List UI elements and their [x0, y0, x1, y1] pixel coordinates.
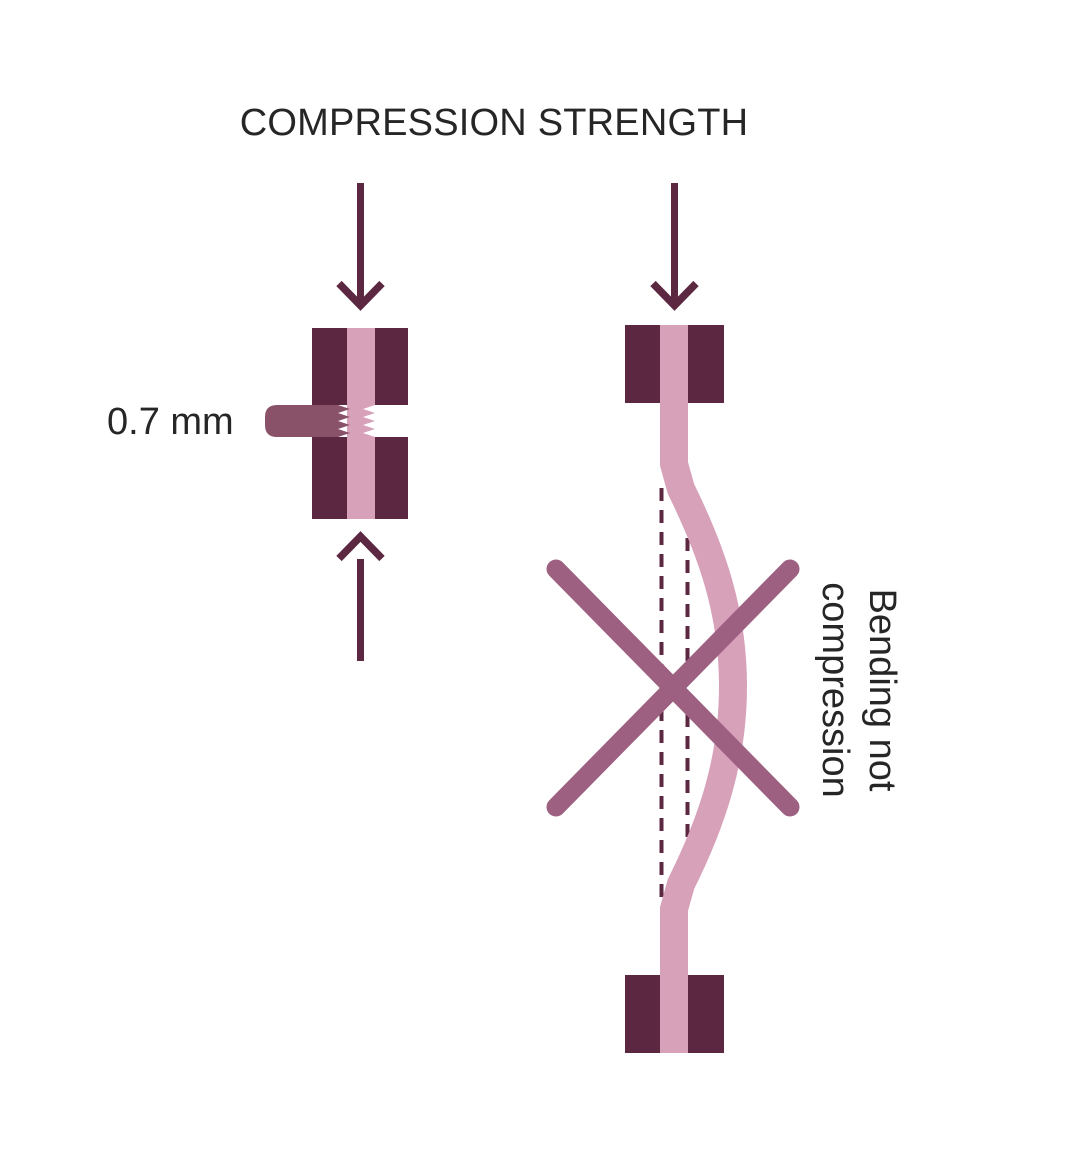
- bending-note-label: Bending not compression: [814, 582, 903, 798]
- thickness-pointer: [265, 405, 350, 437]
- down-arrow-icon: [336, 183, 385, 311]
- x-cross-icon: [546, 559, 800, 817]
- bent-adhesive-layer: [660, 393, 748, 987]
- substrate-block: [625, 975, 660, 1053]
- substrate-block: [312, 328, 347, 405]
- substrate-block: [312, 437, 347, 519]
- substrate-block: [688, 975, 724, 1053]
- adhesive-layer: [660, 325, 688, 403]
- diagram-title: COMPRESSION STRENGTH: [239, 102, 749, 144]
- up-arrow-icon: [336, 531, 385, 661]
- specimen-bent: [546, 183, 800, 1053]
- thickness-label: 0.7 mm: [107, 401, 234, 443]
- adhesive-layer: [660, 975, 688, 1053]
- fracture-notch: [363, 405, 383, 437]
- substrate-block: [375, 437, 408, 519]
- substrate-block: [688, 325, 724, 403]
- substrate-block: [625, 325, 660, 403]
- specimen-compressed: [265, 183, 408, 661]
- substrate-block: [375, 328, 408, 405]
- down-arrow-icon: [650, 183, 699, 311]
